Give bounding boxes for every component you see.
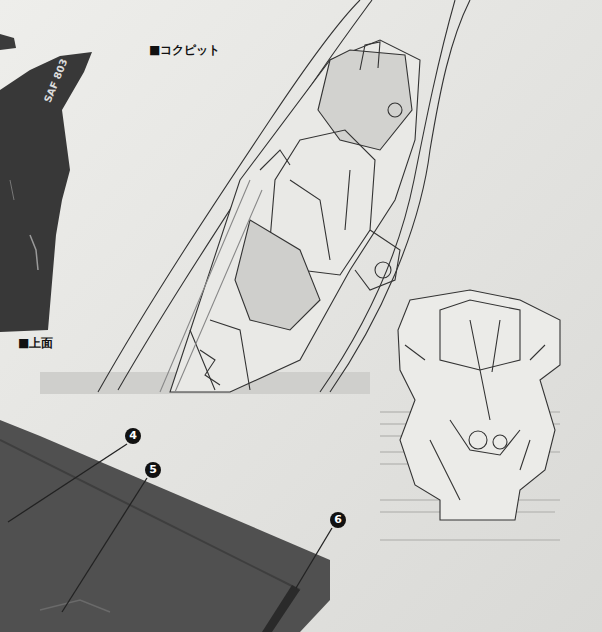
panel-line [30,235,38,270]
section-heading: ■上面 [18,337,53,350]
aircraft-top-view [0,52,92,332]
wing-part [0,420,330,632]
panel-line [40,600,110,612]
panel-line [10,180,14,200]
callout-number: 4 [125,428,141,444]
panel-line [0,440,300,590]
seat-sketch [398,290,560,520]
part-rod [262,585,300,632]
leader-lines [8,444,332,612]
callout-number: 6 [330,512,346,528]
aircraft-part [0,34,16,50]
callout-number: 5 [145,462,161,478]
section-heading: ■コクピット [149,44,220,57]
